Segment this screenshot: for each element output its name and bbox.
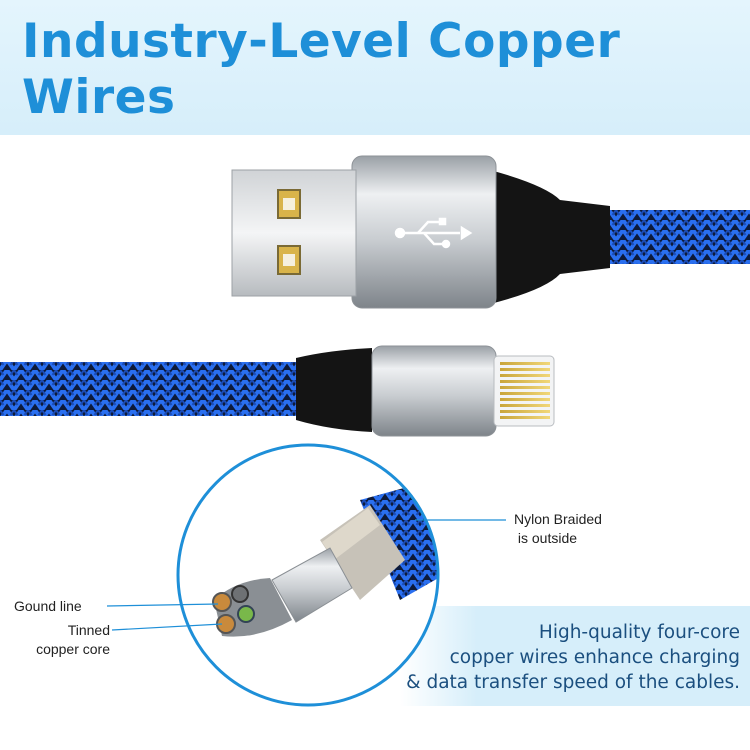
description-text: High-quality four-core copper wires enha… [380, 620, 740, 695]
tinned-copper-label: Tinned copper core [12, 621, 110, 659]
usb-symbol-icon [394, 217, 473, 249]
description-line: & data transfer speed of the cables. [406, 672, 740, 693]
nylon-label-line: Nylon Braided [514, 511, 602, 527]
ground-leader-line [106, 603, 219, 607]
tinned-label-line: copper core [36, 641, 110, 657]
description-band [400, 606, 750, 706]
page-title: Industry-Level Copper Wires [22, 14, 621, 125]
ground-line-label: Gound line [14, 598, 82, 614]
lightning-cable [0, 345, 555, 437]
usb-a-cable [231, 155, 750, 309]
tinned-leader-line [111, 623, 223, 631]
description-line: copper wires enhance charging [449, 647, 740, 668]
cross-section-circle [176, 443, 440, 707]
tinned-label-line: Tinned [67, 622, 110, 638]
header-band [0, 0, 750, 135]
nylon-label-line: is outside [514, 530, 578, 546]
nylon-braided-label: Nylon Braided is outside [514, 510, 602, 548]
description-line: High-quality four-core [538, 622, 740, 643]
